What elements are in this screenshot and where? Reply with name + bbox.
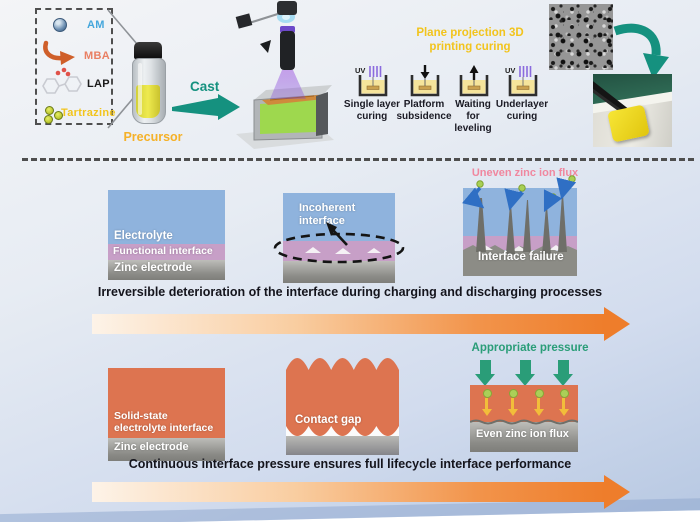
solid-electrolyte-label: Solid-state electrolyte interface <box>114 409 214 435</box>
ion-flux-arrow-icon <box>480 389 493 419</box>
contact-gap-panel: Contact gap <box>286 352 399 455</box>
step-waiting-for-leveling: Waiting for leveling <box>448 64 498 134</box>
ion-arrow-stem <box>562 398 565 409</box>
ion-arrow-head <box>507 409 518 416</box>
ion-arrow-head <box>558 409 569 416</box>
legend-connector-lines <box>107 9 138 129</box>
zinc-ion-icon <box>509 389 518 398</box>
step-label: Underlayer curing <box>495 99 549 122</box>
legend-label-lap: LAP <box>87 78 110 90</box>
even-flux-zinc-layer: Even zinc ion flux <box>470 419 578 452</box>
electrolyte-layer: Electrolyte <box>108 190 225 244</box>
solid-electrolyte-layer: Solid-state electrolyte interface <box>108 368 225 438</box>
interface-squiggle <box>470 419 578 425</box>
legend-label-mba: MBA <box>84 50 110 62</box>
zinc-electrode-layer: Zinc electrode <box>108 438 225 461</box>
ion-flux-arrow-icon <box>506 389 519 419</box>
incoherent-interface-label: Incoherent interface <box>299 202 356 228</box>
leveling-beaker-icon <box>459 65 489 97</box>
svg-text:UV: UV <box>355 66 365 75</box>
pressure-arrow-icon <box>475 360 496 386</box>
step-single-layer-curing: UV Single layer curing <box>340 64 404 123</box>
step-label: Platform subsidence <box>396 99 452 122</box>
precursor-vial <box>132 58 166 124</box>
contact-gap-graphic <box>286 358 399 455</box>
vial-highlight <box>138 63 142 115</box>
precursor-label: Precursor <box>123 130 183 144</box>
lap-molecule-icon <box>42 67 82 94</box>
ion-arrow-stem <box>537 398 540 409</box>
underlayer-curing-beaker-icon: UV <box>505 66 538 97</box>
zinc-ion-icon <box>560 389 569 398</box>
failure-flow-arrow <box>92 307 630 341</box>
pressure-arrow-icon <box>553 360 574 386</box>
solution-caption: Continuous interface pressure ensures fu… <box>128 457 572 471</box>
cast-label: Cast <box>190 79 220 94</box>
mba-crosslinker-arrow-icon <box>43 40 75 65</box>
uneven-flux-arrows-icon <box>462 175 577 213</box>
pressure-arrow-icon <box>515 360 536 386</box>
functional-interface-label: Functional interface <box>113 245 213 257</box>
step-label: Single layer curing <box>343 99 401 122</box>
uv-curing-beaker-icon: UV <box>355 66 388 97</box>
ion-flux-arrow-icon <box>532 389 545 419</box>
interface-failure-label: Interface failure <box>478 251 564 263</box>
am-monomer-icon <box>53 18 67 32</box>
membrane-photo-image <box>593 74 672 147</box>
tartrazine-dot-icon <box>44 115 53 124</box>
electrolyte-stack-panel: Electrolyte Functional interface Zinc el… <box>108 190 225 280</box>
printing-title-line1: Plane projection 3D <box>416 27 524 39</box>
even-flux-label: Even zinc ion flux <box>476 428 569 440</box>
zinc-electrode-layer <box>283 261 395 283</box>
electrolyte-label: Electrolyte <box>114 230 173 242</box>
tartrazine-dot-icon <box>54 111 63 120</box>
zinc-ion-icon <box>535 389 544 398</box>
dashed-ellipse-icon <box>273 222 405 264</box>
precursor-vial-cap <box>134 42 162 59</box>
zinc-ion-icon <box>483 389 492 398</box>
contact-gap-label: Contact gap <box>295 414 362 426</box>
even-flux-panel <box>470 385 578 422</box>
zinc-electrode-label: Zinc electrode <box>114 441 189 453</box>
ion-arrow-stem <box>511 398 514 409</box>
legend-label-tartrazine: Tartrazine <box>61 107 116 119</box>
zinc-electrode-label: Zinc electrode <box>114 262 192 274</box>
section-divider <box>22 158 694 161</box>
uneven-flux-title: Uneven zinc ion flux <box>471 167 579 179</box>
appropriate-pressure-title: Appropriate pressure <box>471 342 589 354</box>
ion-arrow-stem <box>485 398 488 409</box>
printing-title-line2: printing curing <box>429 41 511 54</box>
solution-flow-arrow <box>92 475 630 509</box>
yellow-membrane <box>607 104 650 143</box>
ion-arrow-head <box>481 409 492 416</box>
step-underlayer-curing: UV Underlayer curing <box>490 64 554 123</box>
functional-interface-layer: Functional interface <box>108 244 225 260</box>
step-label: Waiting for leveling <box>454 99 492 134</box>
solid-electrolyte-stack-panel: Solid-state electrolyte interface Zinc e… <box>108 368 225 461</box>
ion-arrow-head <box>533 409 544 416</box>
tartrazine-dots-icon <box>45 106 54 115</box>
precursor-components-box: AM MBA LAP Tartrazine <box>35 8 116 125</box>
failure-caption: Irreversible deterioration of the interf… <box>97 285 603 299</box>
step-platform-subsidence: Platform subsidence <box>392 64 456 123</box>
svg-text:UV: UV <box>505 66 515 75</box>
incoherent-interface-panel: Incoherent interface <box>273 193 405 283</box>
printing-method-title: Plane projection 3D printing curing <box>378 26 562 55</box>
curved-arrow-icon <box>613 23 669 79</box>
sem-micrograph-image <box>549 4 613 70</box>
dlp-printer-illustration <box>235 1 334 149</box>
cast-arrow-icon <box>172 94 240 120</box>
platform-subsidence-beaker-icon <box>410 65 440 97</box>
zinc-electrode-layer: Zinc electrode <box>108 260 225 280</box>
ion-flux-arrow-icon <box>557 389 570 419</box>
legend-label-am: AM <box>87 19 105 31</box>
